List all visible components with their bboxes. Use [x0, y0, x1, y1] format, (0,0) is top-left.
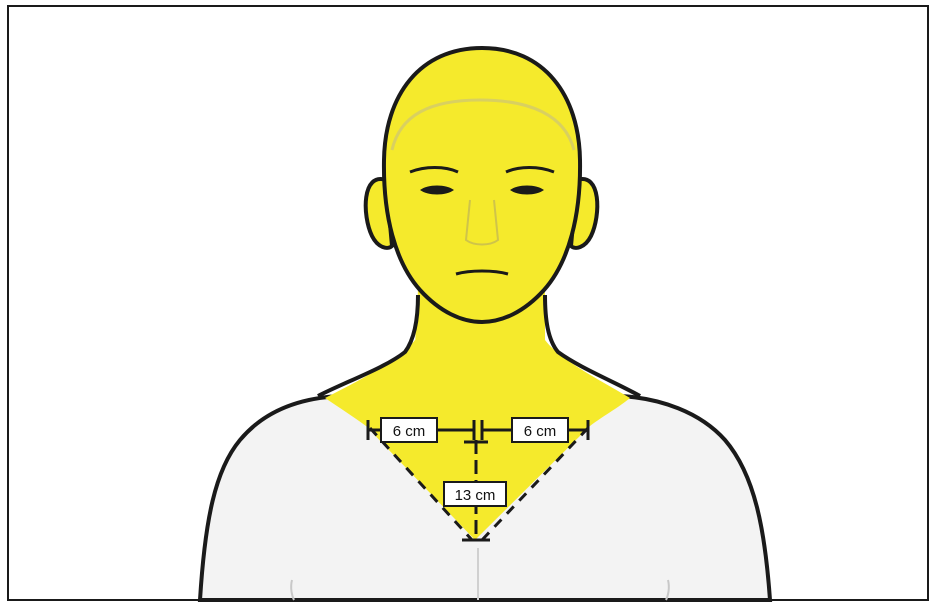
- head: [384, 48, 580, 322]
- depth-label-text: 13 cm: [455, 487, 496, 504]
- depth-label: 13 cm: [444, 482, 506, 506]
- left-width-label-text: 6 cm: [393, 423, 426, 440]
- right-width-label-text: 6 cm: [524, 423, 557, 440]
- right-width-label: 6 cm: [512, 418, 568, 442]
- left-width-label: 6 cm: [381, 418, 437, 442]
